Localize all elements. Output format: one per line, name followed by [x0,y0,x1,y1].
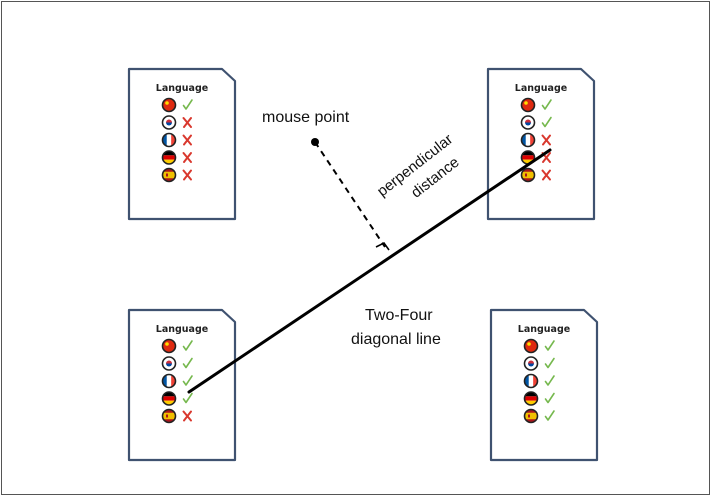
language-row [161,150,192,165]
two-four-diagonal-line [187,148,552,394]
spain-flag-icon [161,408,177,424]
language-row [161,373,193,389]
language-row [161,338,193,354]
germany-flag-icon [523,391,539,406]
right-angle-marker [375,241,390,251]
language-rows [523,338,555,424]
card-title: Language [156,324,208,335]
card-outline [127,308,237,462]
check-icon [182,99,193,110]
check-icon [544,357,555,369]
language-row [520,167,551,183]
language-row [523,373,555,389]
language-row [161,97,193,113]
perpendicular-distance-line [314,141,386,248]
language-card-top-left: Language [127,67,237,221]
language-row [523,391,555,406]
cross-icon [541,169,551,181]
germany-flag-icon [161,150,177,165]
language-row [523,408,555,424]
language-row [523,356,555,371]
china-flag-icon [161,338,177,354]
language-row [520,115,552,130]
language-row [161,391,193,406]
check-icon [544,375,555,386]
france-flag-icon [520,132,536,148]
cross-icon [182,134,192,146]
cross-icon [182,169,192,181]
korea-flag-icon [161,356,177,371]
check-icon [544,410,555,421]
cross-icon [182,410,192,422]
card-title: Language [515,83,567,94]
check-icon [544,340,555,351]
language-row [161,132,192,148]
diagonal-label-line2: diagonal line [351,331,441,348]
diagonal-label-line1: Two-Four [365,307,433,324]
check-icon [541,116,552,128]
card-outline [486,67,596,221]
cross-icon [541,134,551,146]
check-icon [541,99,552,110]
france-flag-icon [523,373,539,389]
language-row [161,115,192,130]
china-flag-icon [520,97,536,113]
language-card-top-right: Language [486,67,596,221]
language-row [161,356,193,371]
china-flag-icon [161,97,177,113]
language-row [523,338,555,354]
spain-flag-icon [161,167,177,183]
check-icon [182,375,193,386]
language-row [520,132,551,148]
language-row [520,97,552,113]
germany-flag-icon [161,391,177,406]
card-outline [127,67,237,221]
language-rows [161,97,193,183]
language-card-bottom-left: Language [127,308,237,462]
language-row [161,408,192,424]
card-title: Language [518,324,570,335]
check-icon [182,357,193,369]
language-rows [161,338,193,424]
spain-flag-icon [523,408,539,424]
cross-icon [182,152,192,163]
check-icon [182,340,193,351]
korea-flag-icon [523,356,539,371]
language-row [161,167,192,183]
cross-icon [182,117,192,128]
spain-flag-icon [520,167,536,183]
perpendicular-distance-label: perpendicular distance [374,131,463,202]
mouse-point-label: mouse point [262,109,350,126]
france-flag-icon [161,373,177,389]
card-outline [489,308,599,462]
china-flag-icon [523,338,539,354]
language-card-bottom-right: Language [489,308,599,462]
check-icon [544,392,555,404]
check-icon [182,392,193,404]
card-title: Language [156,83,208,94]
france-flag-icon [161,132,177,148]
korea-flag-icon [520,115,536,130]
korea-flag-icon [161,115,177,130]
language-rows [520,97,552,183]
